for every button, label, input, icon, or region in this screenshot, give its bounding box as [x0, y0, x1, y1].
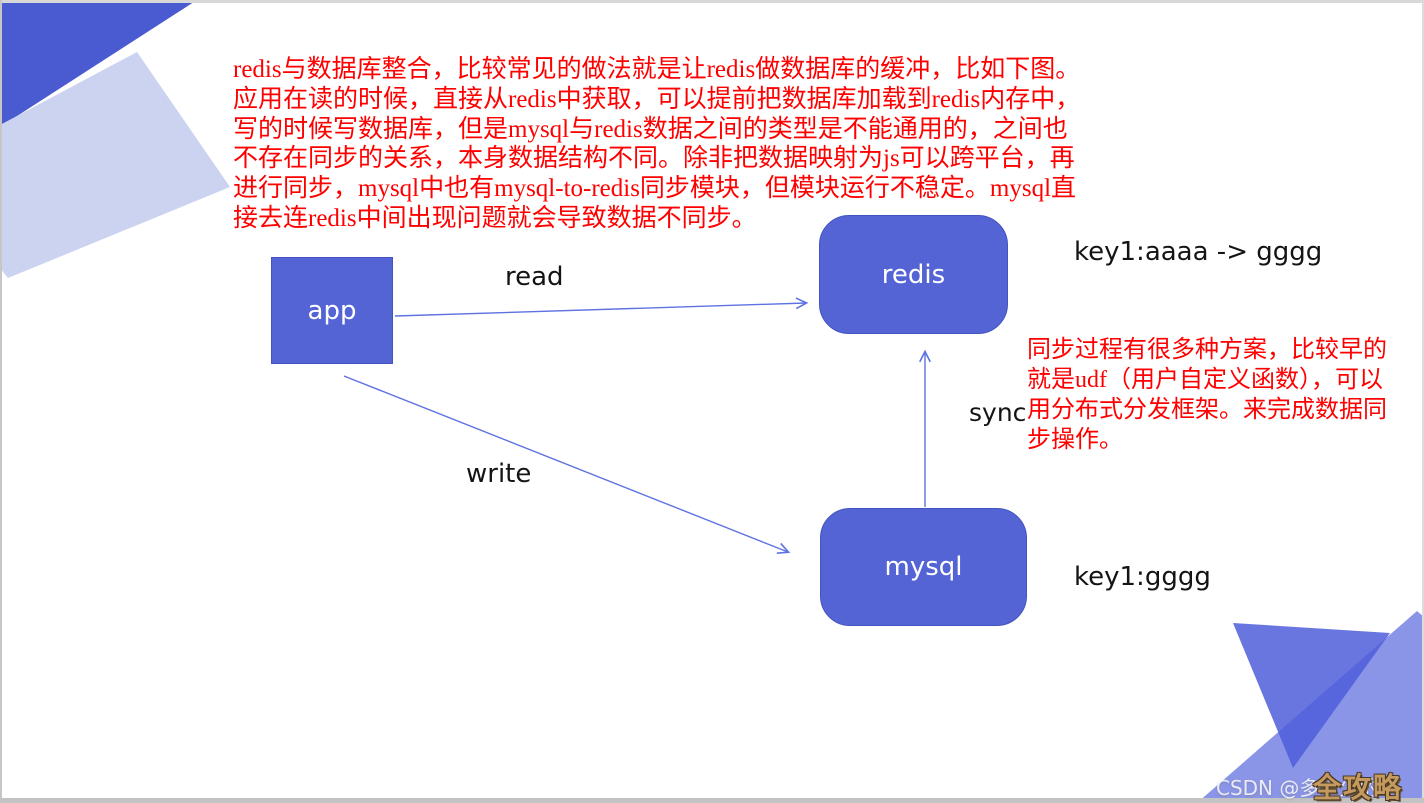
redis-key-value-annotation: key1:aaaa -> gggg	[1074, 237, 1323, 267]
intro-line: 接去连redis中间出现问题就会导致数据不同步。	[233, 204, 757, 232]
node-app-label: app	[307, 295, 357, 326]
write-label: write	[466, 459, 532, 489]
mysql-key-value-annotation: key1:gggg	[1074, 562, 1211, 592]
write-arrow	[343, 375, 788, 552]
sync-note-line: 步操作。	[1027, 427, 1123, 453]
gold-badge-watermark: 全攻略	[1313, 771, 1404, 803]
sync-note-line: 同步过程有很多种方案，比较早的	[1027, 337, 1387, 363]
frame-border-top	[0, 0, 1424, 3]
node-mysql: mysql	[820, 508, 1027, 626]
sync-note-line: 就是udf（用户自定义函数），可以	[1027, 367, 1383, 393]
csdn-watermark: CSDN @多于少的	[1216, 776, 1380, 800]
intro-line: 写的时候写数据库，但是mysql与redis数据之间的类型是不能通用的，之间也	[233, 115, 1068, 143]
node-redis: redis	[819, 215, 1008, 334]
intro-line: 不存在同步的关系，本身数据结构不同。除非把数据映射为js可以跨平台，再	[233, 145, 1075, 173]
frame-border-left	[0, 0, 2, 803]
read-label: read	[505, 262, 564, 292]
read-arrow	[394, 303, 806, 317]
sync-note-paragraph: 同步过程有很多种方案，比较早的 就是udf（用户自定义函数），可以 用分布式分发…	[1027, 335, 1387, 455]
node-app: app	[271, 257, 393, 364]
sync-note-line: 用分布式分发框架。来完成数据同	[1027, 397, 1387, 423]
intro-paragraph: redis与数据库整合，比较常见的做法就是让redis做数据库的缓冲，比如下图。…	[233, 55, 1080, 234]
frame-border-right	[1422, 0, 1424, 803]
intro-line: 应用在读的时候，直接从redis中获取，可以提前把数据库加载到redis内存中，	[233, 85, 1081, 113]
intro-line: redis与数据库整合，比较常见的做法就是让redis做数据库的缓冲，比如下图。	[233, 56, 1081, 83]
frame-border-bottom	[0, 798, 1424, 803]
node-mysql-label: mysql	[884, 552, 963, 582]
node-redis-label: redis	[881, 259, 946, 290]
intro-line: 进行同步，mysql中也有mysql-to-redis同步模块，但模块运行不稳定…	[233, 175, 1077, 203]
sync-label: sync	[969, 398, 1027, 427]
